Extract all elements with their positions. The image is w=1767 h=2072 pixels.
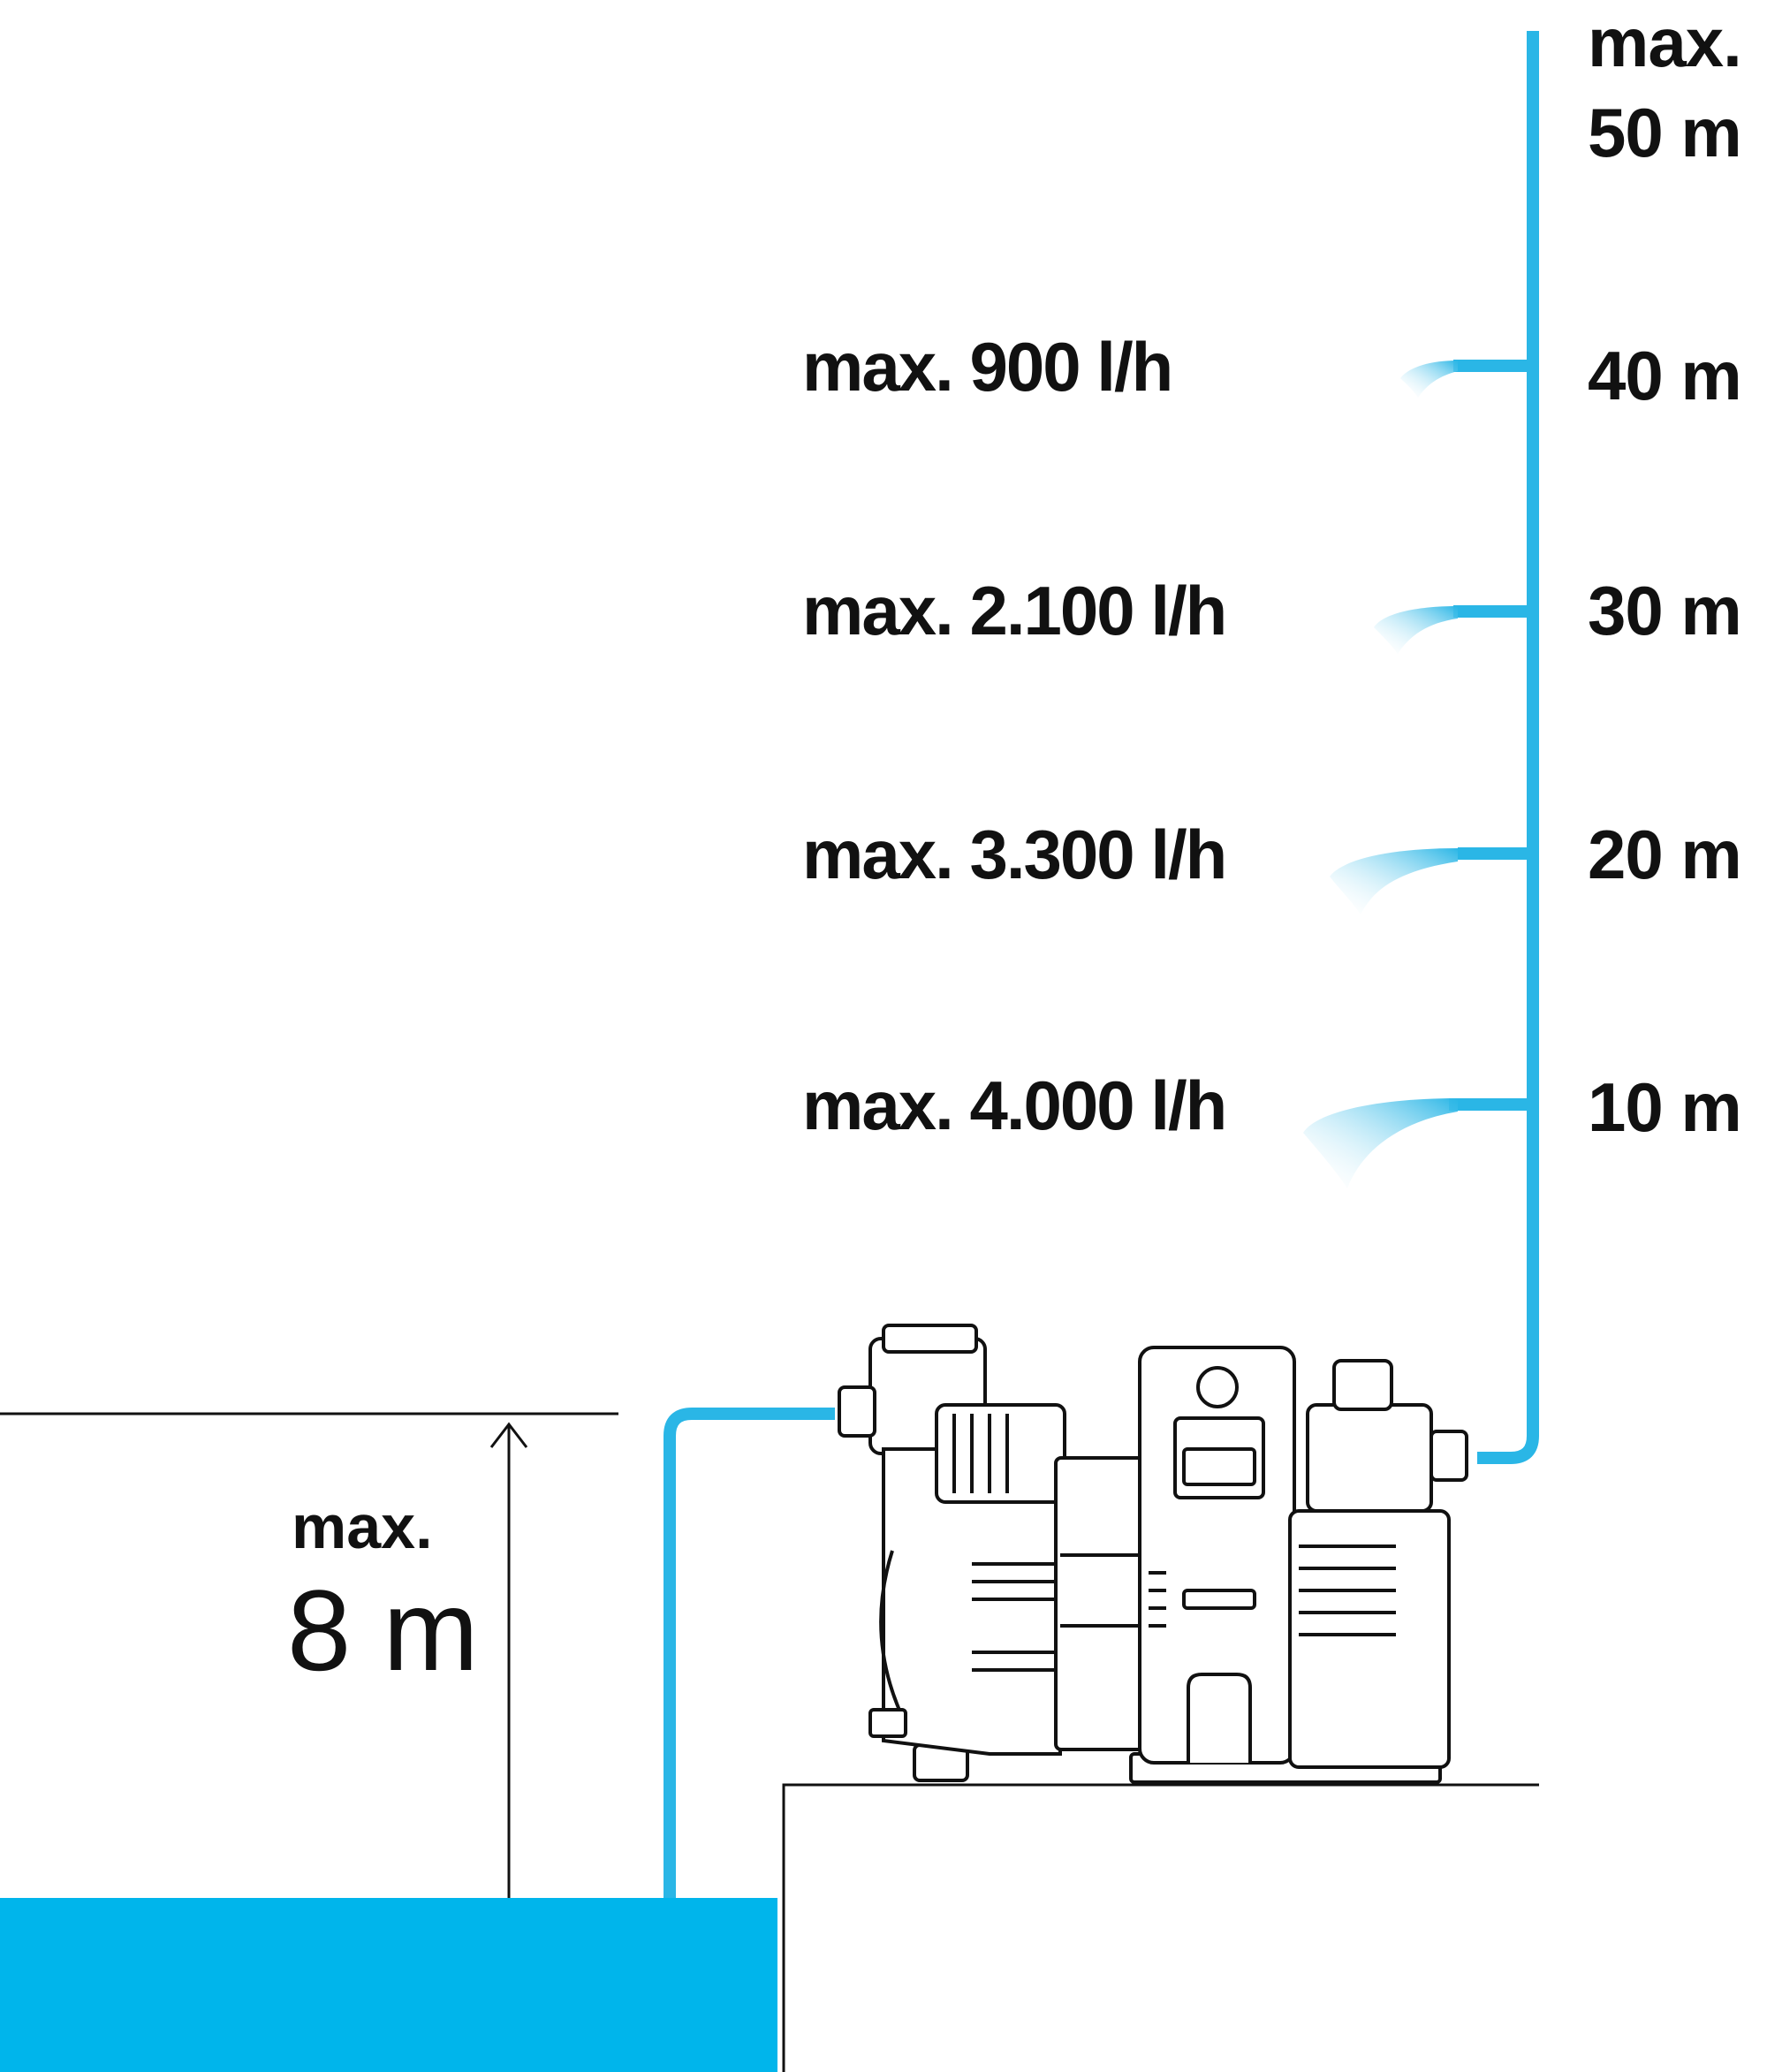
outlet-branches [1449,360,1533,1111]
arrow-head-icon [489,1422,528,1448]
garden-pump [838,1324,1468,1784]
flow-label-30m: max. 2.100 l/h [802,572,1225,649]
flow-label-10m: max. 4.000 l/h [802,1066,1225,1144]
water-jet-40m [1400,361,1458,398]
water-reservoir [0,1898,777,2072]
suction-label-line1: max. [292,1492,433,1561]
suction-pipe [664,1408,835,1898]
water-jet-10m [1303,1098,1458,1188]
flow-label-20m: max. 3.300 l/h [802,816,1225,893]
water-jet-20m [1330,848,1458,915]
head-label-10m: 10 m [1588,1068,1741,1146]
head-label-40m: 40 m [1588,337,1741,414]
water-jets [1303,361,1458,1188]
head-max-line1: max. [1588,4,1741,81]
suction-label-line2: 8 m [287,1566,479,1695]
pump-platform [782,1783,1539,2072]
head-max-line2: 50 m [1588,94,1741,171]
riser-pipe [1477,31,1539,1464]
head-label-30m: 30 m [1588,572,1741,649]
flow-label-40m: max. 900 l/h [802,328,1172,406]
head-label-20m: 20 m [1588,816,1741,893]
water-jet-30m [1374,606,1458,654]
